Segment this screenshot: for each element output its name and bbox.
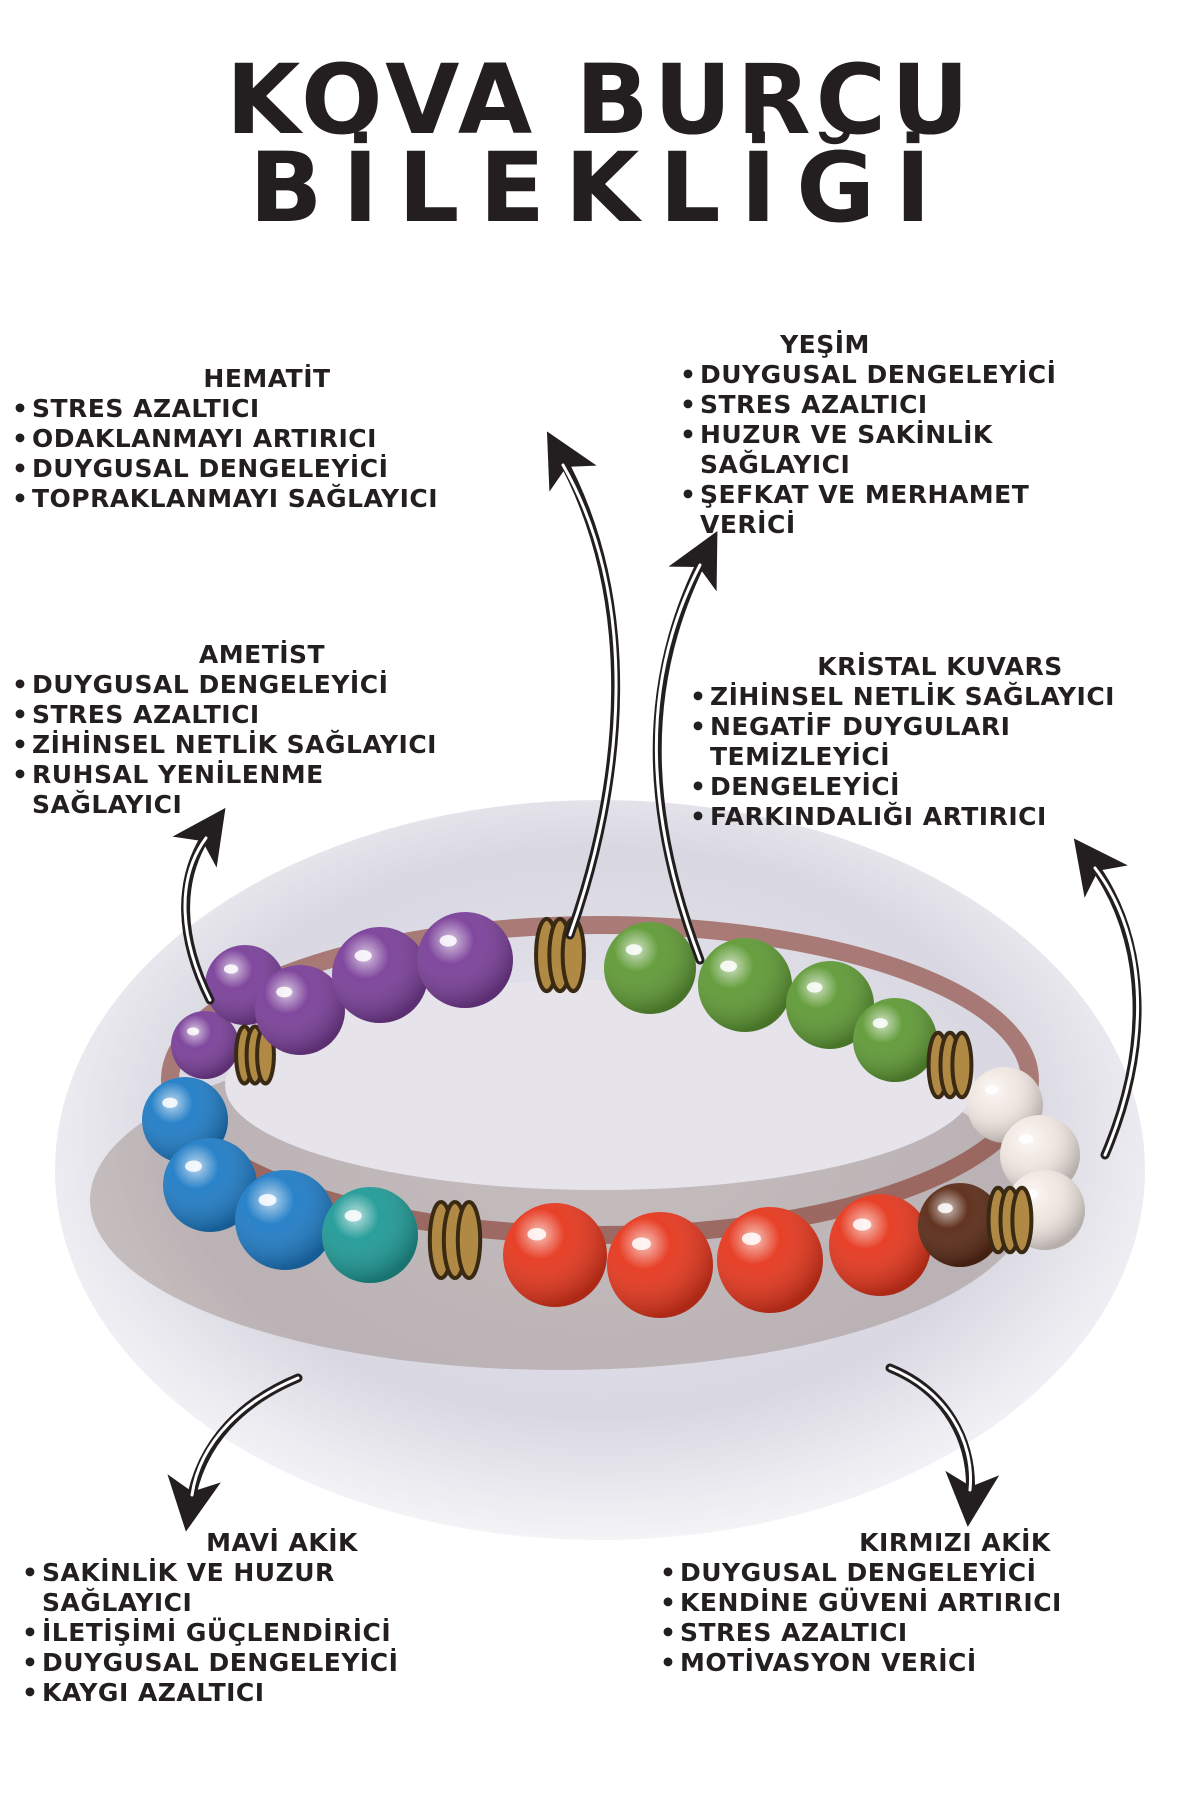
stone-block-yesim: YEŞİM •DUYGUSAL DENGELEYİCİ •STRES AZALT… (680, 330, 1130, 540)
red-agate-bead (717, 1207, 823, 1313)
red-agate-bead (503, 1203, 607, 1307)
list-item: •İLETİŞİMİ GÜÇLENDİRİCİ (22, 1618, 392, 1647)
blue-agate-bead (163, 1138, 257, 1232)
stone-block-kristal-kuvars: KRİSTAL KUVARS •ZİHİNSEL NETLİK SAĞLAYIC… (690, 652, 1190, 832)
list-item: •DUYGUSAL DENGELEYİCİ (660, 1558, 1037, 1587)
jade-bead (604, 922, 696, 1014)
amethyst-bead (332, 927, 428, 1023)
list-item: •KENDİNE GÜVENİ ARTIRICI (660, 1588, 1062, 1617)
hematite-spacer (986, 1185, 1034, 1255)
stone-name-kristal-kuvars: KRİSTAL KUVARS (817, 652, 1063, 681)
stone-props-hematit: •STRES AZALTICI •ODAKLANMAYI ARTIRICI •D… (12, 394, 522, 514)
list-item: •MOTİVASYON VERİCİ (660, 1648, 977, 1677)
list-item: •FARKINDALIĞI ARTIRICI (690, 802, 1047, 831)
hematite-spacer (534, 916, 586, 994)
list-item: •SAKİNLİK VE HUZUR SAĞLAYICI (22, 1558, 335, 1617)
hematite-spacer (427, 1200, 483, 1280)
list-item: •NEGATİF DUYGULARI TEMİZLEYİCİ (690, 712, 1011, 771)
tiger-eye-bead (918, 1183, 1002, 1267)
bead-group (142, 912, 1085, 1318)
list-item: •DUYGUSAL DENGELEYİCİ (12, 670, 389, 699)
list-item: •RUHSAL YENİLENME SAĞLAYICI (12, 760, 324, 819)
list-item: •KAYGI AZALTICI (22, 1678, 265, 1707)
stone-name-ametist: AMETİST (198, 640, 326, 669)
stone-block-ametist: AMETİST •DUYGUSAL DENGELEYİCİ •STRES AZA… (12, 640, 512, 820)
stone-name-hematit: HEMATİT (203, 364, 331, 393)
stone-block-kirmizi-akik: KIRMIZI AKİK •DUYGUSAL DENGELEYİCİ •KEND… (660, 1528, 1190, 1678)
hematite-spacer (926, 1030, 974, 1100)
stone-name-yesim: YEŞİM (780, 330, 870, 359)
hematite-spacer (234, 1024, 276, 1086)
amethyst-bead (417, 912, 513, 1008)
stone-name-kirmizi-akik: KIRMIZI AKİK (859, 1528, 1051, 1557)
list-item: •ODAKLANMAYI ARTIRICI (12, 424, 377, 453)
list-item: •STRES AZALTICI (660, 1618, 908, 1647)
stone-block-mavi-akik: MAVİ AKİK •SAKİNLİK VE HUZUR SAĞLAYICI •… (22, 1528, 482, 1708)
stone-props-mavi-akik: •SAKİNLİK VE HUZUR SAĞLAYICI •İLETİŞİMİ … (22, 1558, 482, 1708)
page-title-line-1: KOVA BURCU (225, 44, 975, 156)
red-agate-bead (829, 1194, 931, 1296)
stone-props-kristal-kuvars: •ZİHİNSEL NETLİK SAĞLAYICI •NEGATİF DUYG… (690, 682, 1190, 832)
red-agate-bead (607, 1212, 713, 1318)
amethyst-bead (171, 1011, 239, 1079)
amethyst-bead (255, 965, 345, 1055)
list-item: •STRES AZALTICI (12, 394, 260, 423)
list-item: •ZİHİNSEL NETLİK SAĞLAYICI (690, 682, 1115, 711)
list-item: •STRES AZALTICI (680, 390, 928, 419)
jade-bead (786, 961, 874, 1049)
jade-bead (853, 998, 937, 1082)
blue-agate-bead (235, 1170, 335, 1270)
jade-bead (698, 938, 792, 1032)
list-item: •ZİHİNSEL NETLİK SAĞLAYICI (12, 730, 437, 759)
list-item: •DUYGUSAL DENGELEYİCİ (680, 360, 1057, 389)
list-item: •DENGELEYİCİ (690, 772, 900, 801)
stone-props-yesim: •DUYGUSAL DENGELEYİCİ •STRES AZALTICI •H… (680, 360, 1130, 540)
list-item: •TOPRAKLANMAYI SAĞLAYICI (12, 484, 439, 513)
list-item: •DUYGUSAL DENGELEYİCİ (22, 1648, 399, 1677)
list-item: •DUYGUSAL DENGELEYİCİ (12, 454, 389, 483)
page-title-line-2: BİLEKLİĞİ (249, 132, 951, 244)
stone-props-ametist: •DUYGUSAL DENGELEYİCİ •STRES AZALTICI •Z… (12, 670, 512, 820)
stone-block-hematit: HEMATİT •STRES AZALTICI •ODAKLANMAYI ART… (12, 364, 522, 514)
bracelet-inner (225, 980, 975, 1190)
list-item: •ŞEFKAT VE MERHAMET VERİCİ (680, 480, 1030, 539)
teal-agate-bead (322, 1187, 418, 1283)
stone-props-kirmizi-akik: •DUYGUSAL DENGELEYİCİ •KENDİNE GÜVENİ AR… (660, 1558, 1190, 1678)
list-item: •HUZUR VE SAKİNLİK SAĞLAYICI (680, 420, 993, 479)
list-item: •STRES AZALTICI (12, 700, 260, 729)
stone-name-mavi-akik: MAVİ AKİK (206, 1528, 358, 1557)
